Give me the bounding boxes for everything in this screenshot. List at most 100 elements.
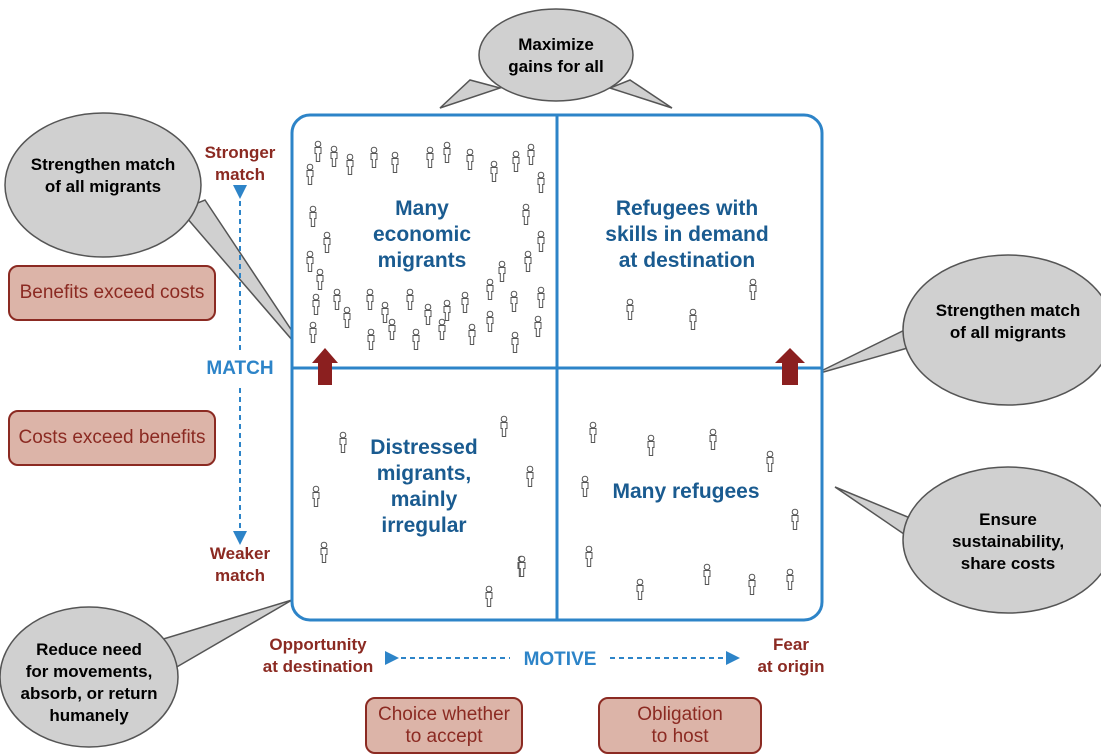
- person-icon: [709, 428, 717, 450]
- person-icon: [510, 290, 518, 312]
- person-icon: [766, 450, 774, 472]
- bubble-top-left-line1: Strengthen match: [31, 155, 176, 174]
- person-icon: [486, 310, 494, 332]
- bubble-top: Maximize gains for all: [439, 8, 673, 109]
- opportunity-line2: at destination: [263, 657, 374, 676]
- costs-box: Costs exceed benefits: [8, 410, 216, 466]
- bubble-bottom-left: Reduce need for movements, absorb, or re…: [0, 599, 293, 748]
- person-icon: [791, 508, 799, 530]
- person-icon: [589, 421, 597, 443]
- quadrant-grid: [290, 113, 824, 622]
- quadrant-bottom-left-line1: Distressed: [370, 436, 477, 459]
- person-icon: [498, 260, 506, 282]
- person-icon: [518, 555, 526, 577]
- person-icon: [346, 153, 354, 175]
- bubble-bottom-left-line4: humanely: [49, 706, 129, 725]
- obligation-box: Obligation to host: [598, 697, 762, 754]
- person-icon: [468, 323, 476, 345]
- person-icon: [343, 306, 351, 328]
- quadrant-bottom-left-line3: mainly: [391, 488, 458, 511]
- bubble-bottom-left-line3: absorb, or return: [21, 684, 158, 703]
- quadrant-bottom-left-line2: migrants,: [377, 462, 472, 485]
- person-icon: [323, 231, 331, 253]
- person-icon: [500, 415, 508, 437]
- person-icon: [333, 288, 341, 310]
- person-icon: [511, 331, 519, 353]
- quadrant-top-right-line3: at destination: [619, 249, 756, 272]
- person-icon: [320, 541, 328, 563]
- person-icon: [461, 291, 469, 313]
- bubble-right-bottom: Ensure sustainability, share costs: [834, 466, 1101, 614]
- person-icon: [647, 434, 655, 456]
- person-icon: [312, 293, 320, 315]
- match-axis: Stronger match MATCH Weaker match: [205, 143, 276, 585]
- bubble-right-line1: Strengthen match: [936, 301, 1081, 320]
- person-icon: [406, 288, 414, 310]
- person-icon: [626, 298, 634, 320]
- person-icon: [309, 321, 317, 343]
- person-icon: [485, 585, 493, 607]
- person-icon: [527, 143, 535, 165]
- person-icon: [534, 315, 542, 337]
- person-icon: [312, 485, 320, 507]
- weaker-match-line2: match: [215, 566, 265, 585]
- person-icon: [749, 278, 757, 300]
- person-icon: [330, 145, 338, 167]
- person-icon: [466, 148, 474, 170]
- choice-box: Choice whether to accept: [365, 697, 523, 754]
- quadrant-top-right-line2: skills in demand: [605, 223, 768, 246]
- person-icon: [636, 578, 644, 600]
- person-icon: [703, 563, 711, 585]
- person-icon: [443, 141, 451, 163]
- person-icon: [412, 328, 420, 350]
- person-icon: [524, 250, 532, 272]
- stronger-match-line2: match: [215, 165, 265, 184]
- motive-axis: Opportunity at destination MOTIVE Fear a…: [263, 635, 825, 676]
- person-icon: [786, 568, 794, 590]
- bubble-right-line2: of all migrants: [950, 323, 1066, 342]
- quadrant-bottom-right-line1: Many refugees: [612, 480, 759, 503]
- bubble-bottom-left-line2: for movements,: [26, 662, 153, 681]
- person-icon: [490, 160, 498, 182]
- quadrant-top-left-title: Many economic migrants: [373, 197, 471, 272]
- fear-line2: at origin: [757, 657, 824, 676]
- bubble-right: Strengthen match of all migrants: [812, 254, 1101, 406]
- person-icon: [748, 573, 756, 595]
- bubble-bottom-left-line1: Reduce need: [36, 640, 142, 659]
- bubble-right-bottom-line1: Ensure: [979, 510, 1037, 529]
- person-icon: [537, 171, 545, 193]
- quadrant-bottom-left-line4: irregular: [381, 514, 466, 537]
- person-icon: [306, 163, 314, 185]
- person-icon: [424, 303, 432, 325]
- quadrant-top-right-line1: Refugees with: [616, 197, 758, 220]
- bubble-top-line1: Maximize: [518, 35, 594, 54]
- stronger-match-line1: Stronger: [205, 143, 276, 162]
- quadrant-top-left-line1: Many: [395, 197, 449, 220]
- up-arrow-icon: [312, 348, 338, 385]
- person-icon: [537, 286, 545, 308]
- person-icon: [522, 203, 530, 225]
- person-icon: [537, 230, 545, 252]
- bubble-top-line2: gains for all: [508, 57, 603, 76]
- person-icon: [585, 545, 593, 567]
- person-icon: [309, 205, 317, 227]
- person-icon: [366, 288, 374, 310]
- bubble-top-left: Strengthen match of all migrants: [4, 112, 319, 371]
- person-icon: [512, 150, 520, 172]
- fear-line1: Fear: [773, 635, 809, 654]
- person-icon: [526, 465, 534, 487]
- motive-axis-label: MOTIVE: [524, 649, 597, 670]
- match-axis-label: MATCH: [206, 358, 273, 379]
- person-icon: [391, 151, 399, 173]
- person-icon: [339, 431, 347, 453]
- bubble-right-bottom-line2: sustainability,: [952, 532, 1064, 551]
- person-icon: [367, 328, 375, 350]
- quadrant-top-left-line2: economic: [373, 223, 471, 246]
- person-icon: [306, 250, 314, 272]
- weaker-match-line1: Weaker: [210, 544, 271, 563]
- quadrant-bottom-left-title: Distressed migrants, mainly irregular: [370, 436, 477, 537]
- person-icon: [426, 146, 434, 168]
- person-icon: [438, 318, 446, 340]
- quadrant-top-left-line3: migrants: [378, 249, 467, 272]
- person-icon: [314, 140, 322, 162]
